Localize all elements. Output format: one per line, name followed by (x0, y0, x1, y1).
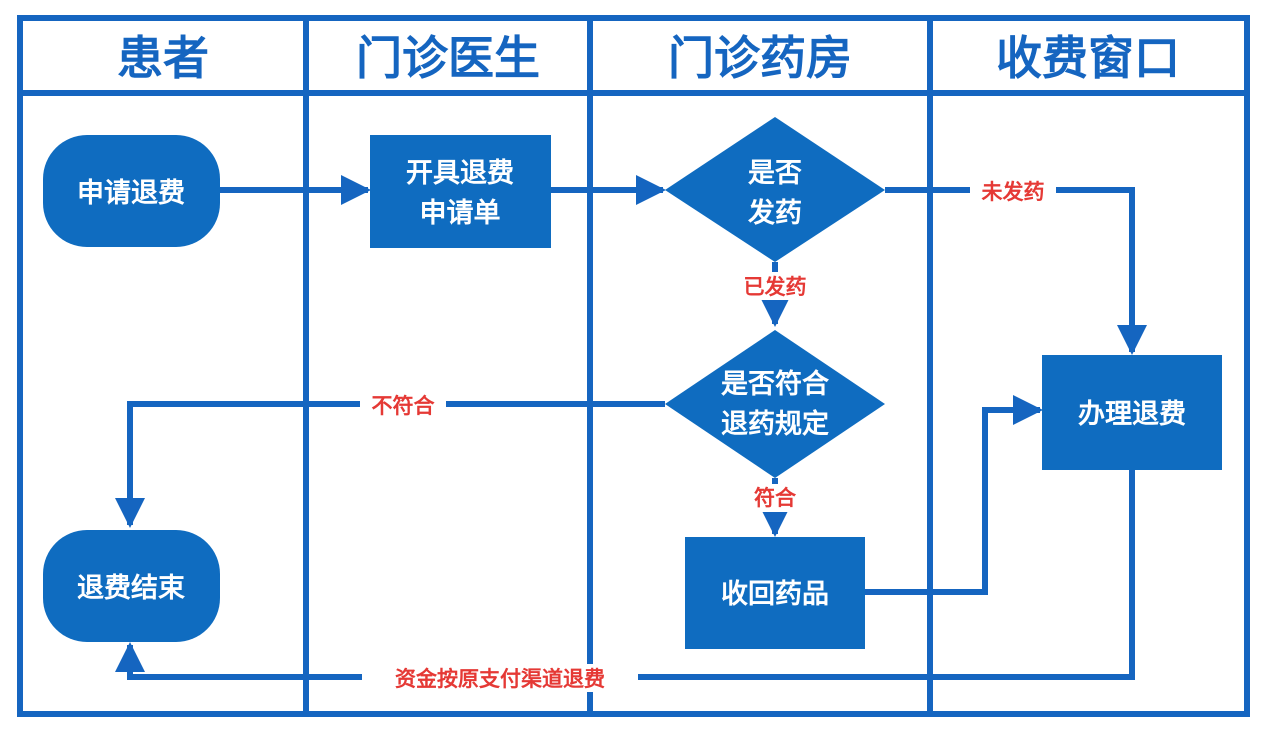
label-bg-dispensed (730, 272, 820, 300)
edge-label-refund-channel: 资金按原支付渠道退费 (395, 667, 605, 691)
label-bg-not-compliant (360, 392, 446, 418)
lane-title-doctor: 门诊医生 (356, 31, 540, 85)
node-recover-drugs-text: 收回药品 (721, 579, 829, 610)
edge-recover-to-refund (865, 395, 1043, 595)
lane-title-patient: 患者 (117, 31, 209, 85)
lane-title-pharmacy: 门诊药房 (668, 31, 852, 85)
node-process-refund-text: 办理退费 (1078, 399, 1186, 430)
node-dispensed-check-line1: 是否 (748, 158, 802, 189)
node-dispensed-check-line2: 发药 (747, 197, 802, 229)
node-dispensed-check (665, 117, 885, 262)
outer-border (17, 15, 1250, 717)
edge-not-dispensed (885, 187, 1147, 355)
node-issue-form-line1: 开具退费 (406, 158, 514, 189)
node-apply-refund (43, 135, 220, 247)
edge-label-dispensed: 已发药 (744, 275, 807, 299)
node-apply-refund-text: 申请退费 (77, 178, 185, 209)
edge-label-not-compliant: 不符合 (372, 394, 436, 418)
lane-frame (17, 15, 1250, 717)
label-bg-refund-channel (362, 664, 638, 692)
node-recover-drugs (685, 537, 865, 649)
node-return-rule-check (665, 330, 885, 478)
node-issue-form-line2: 申请单 (420, 198, 501, 229)
node-refund-end (43, 530, 220, 642)
node-issue-form (370, 135, 551, 248)
node-return-rule-check-line1: 是否符合 (721, 368, 829, 400)
node-refund-end-text: 退费结束 (77, 573, 185, 604)
label-bg-not-dispensed (970, 178, 1056, 204)
edge-not-compliant (115, 401, 665, 528)
edge-label-not-dispensed: 未发药 (982, 180, 1045, 204)
lane-title-cashier: 收费窗口 (996, 31, 1180, 85)
node-return-rule-check-line2: 退药规定 (721, 408, 829, 440)
node-process-refund (1042, 355, 1222, 470)
label-bg-compliant (742, 484, 808, 512)
edge-refund-to-end (115, 470, 1135, 680)
edge-label-compliant: 符合 (754, 486, 797, 510)
